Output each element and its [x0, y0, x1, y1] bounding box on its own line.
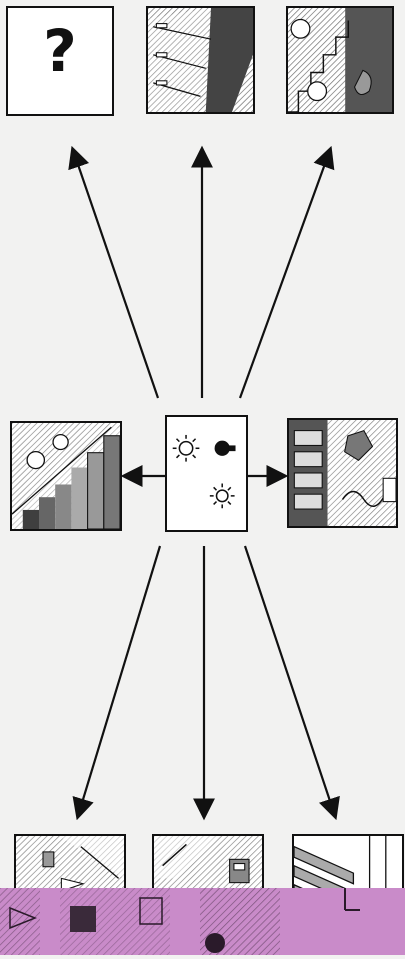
arrow-to-question-tile [73, 150, 158, 398]
shaded-stairs-circles-tile [286, 6, 394, 114]
sun-outline-icon [173, 435, 200, 462]
light-source-symbols [165, 415, 248, 532]
arrow-to-stairs-tile [240, 150, 330, 398]
question-mark: ? [8, 22, 112, 80]
arrow-to-cones-tile [78, 546, 160, 816]
arrow-to-bars-tile [245, 546, 335, 816]
moon-icon [180, 484, 193, 511]
hotel-sign-tile [287, 418, 398, 528]
staircase-circles-tile [10, 421, 122, 531]
shaded-slab-tile [146, 6, 255, 114]
sun-icon [210, 483, 235, 508]
question-tile: ? [6, 6, 114, 116]
colored-band [0, 888, 405, 955]
bulb-icon [215, 441, 236, 456]
